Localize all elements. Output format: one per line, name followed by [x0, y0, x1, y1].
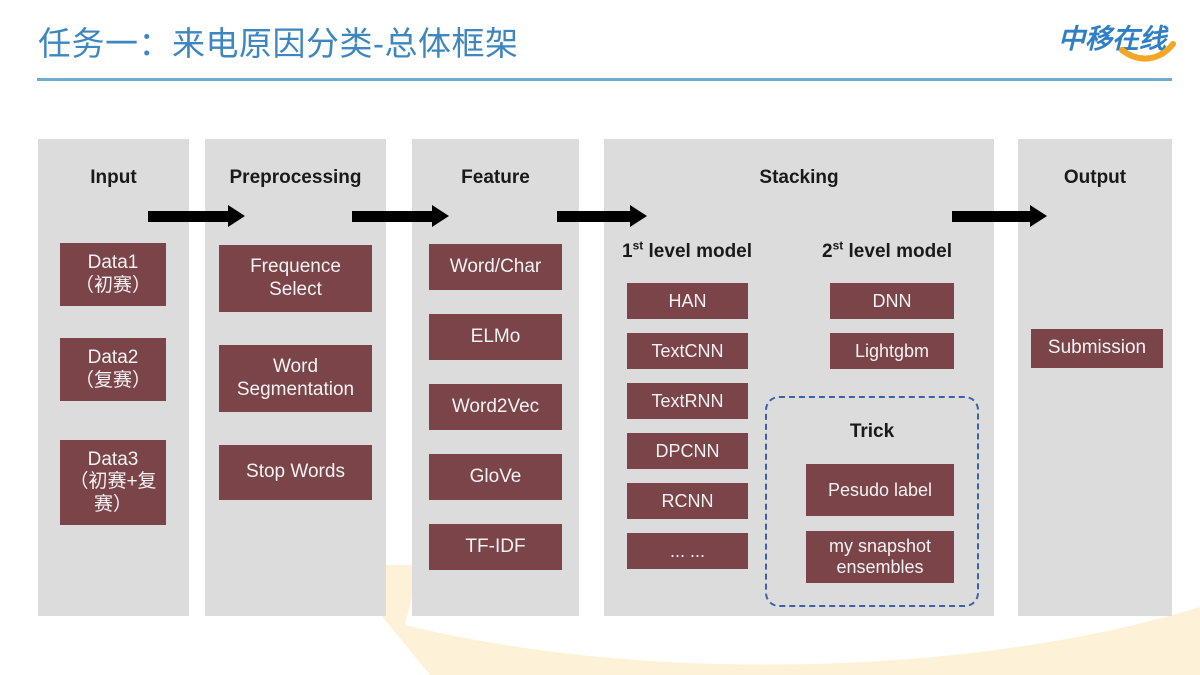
- logo-text: 中移在线: [1058, 24, 1169, 54]
- node-lightgbm: Lightgbm: [830, 333, 954, 369]
- node-word-segmentation: Word Segmentation: [219, 345, 372, 412]
- node-label: Lightgbm: [854, 340, 930, 361]
- node-label: my snapshot ensembles: [828, 536, 932, 577]
- title-divider: [37, 78, 1172, 81]
- brand-logo: 中移在线: [1056, 18, 1178, 64]
- node-label: RCNN: [661, 490, 714, 511]
- arrow-feature-to-stacking: [557, 205, 647, 227]
- column-title-stacking: Stacking: [759, 167, 839, 188]
- node-label: Data2（复赛）: [74, 347, 151, 391]
- arrow-head-icon: [432, 205, 449, 227]
- node-stop-words: Stop Words: [219, 445, 372, 500]
- node-elmo: ELMo: [429, 314, 562, 360]
- node-label: ... ...: [669, 540, 705, 561]
- node-word2vec: Word2Vec: [429, 384, 562, 430]
- node-dnn: DNN: [830, 283, 954, 319]
- node-label: Submission: [1047, 337, 1147, 359]
- node-pesudo-label: Pesudo label: [806, 464, 954, 516]
- trick-panel: [765, 396, 979, 607]
- node-rcnn: RCNN: [627, 483, 748, 519]
- level2-number: 2: [822, 241, 833, 262]
- node-textcnn: TextCNN: [627, 333, 748, 369]
- column-title-feature: Feature: [461, 167, 530, 188]
- node-more-models: ... ...: [627, 533, 748, 569]
- level1-number: 1: [622, 241, 633, 262]
- column-title-input: Input: [90, 167, 137, 188]
- node-data1: Data1（初赛）: [60, 243, 166, 306]
- trick-title: Trick: [849, 421, 895, 442]
- level1-suffix: st: [632, 238, 644, 253]
- node-label: Data3（初赛+复赛）: [69, 449, 157, 515]
- node-label: Word2Vec: [451, 395, 540, 417]
- node-label: Data1（初赛）: [74, 252, 151, 296]
- level1-rest: level model: [643, 241, 753, 262]
- arrow-input-to-preprocessing: [148, 205, 245, 227]
- node-label: ELMo: [470, 325, 521, 347]
- level2-rest: level model: [843, 241, 953, 262]
- node-label: Word Segmentation: [236, 356, 355, 400]
- arrow-stacking-to-output: [952, 205, 1047, 227]
- node-data2: Data2（复赛）: [60, 338, 166, 401]
- node-label: HAN: [668, 290, 707, 311]
- level2-label: 2st level model: [822, 238, 953, 263]
- page-title: 任务一：来电原因分类-总体框架: [38, 25, 519, 62]
- level2-suffix: st: [832, 238, 844, 253]
- arrow-shaft: [352, 211, 434, 222]
- node-textrnn: TextRNN: [627, 383, 748, 419]
- column-title-preprocessing: Preprocessing: [229, 167, 362, 188]
- node-label: GloVe: [469, 465, 522, 487]
- node-label: DNN: [872, 290, 912, 311]
- node-label: Word/Char: [449, 255, 542, 277]
- arrow-shaft: [557, 211, 632, 222]
- logo-swoosh: [1119, 41, 1176, 62]
- node-label: Stop Words: [246, 461, 345, 483]
- node-frequence-select: Frequence Select: [219, 245, 372, 312]
- logo-mark: 中移在线: [1058, 24, 1176, 62]
- node-han: HAN: [627, 283, 748, 319]
- node-label: TextCNN: [651, 340, 724, 361]
- node-label: Frequence Select: [250, 256, 341, 300]
- arrow-head-icon: [228, 205, 245, 227]
- node-snapshot-ensembles: my snapshot ensembles: [806, 531, 954, 583]
- node-label: TextRNN: [651, 390, 724, 411]
- node-label: DPCNN: [655, 440, 720, 461]
- node-data3: Data3（初赛+复赛）: [60, 440, 166, 525]
- node-tfidf: TF-IDF: [429, 524, 562, 570]
- node-dpcnn: DPCNN: [627, 433, 748, 469]
- node-word-char: Word/Char: [429, 244, 562, 290]
- node-submission: Submission: [1031, 329, 1163, 368]
- column-title-output: Output: [1063, 167, 1127, 188]
- arrow-preprocessing-to-feature: [352, 205, 449, 227]
- arrow-head-icon: [1030, 205, 1047, 227]
- node-glove: GloVe: [429, 454, 562, 500]
- level1-label: 1st level model: [622, 238, 753, 263]
- node-label: Pesudo label: [827, 479, 933, 500]
- node-label: TF-IDF: [465, 535, 526, 557]
- arrow-shaft: [148, 211, 230, 222]
- arrow-head-icon: [630, 205, 647, 227]
- arrow-shaft: [952, 211, 1032, 222]
